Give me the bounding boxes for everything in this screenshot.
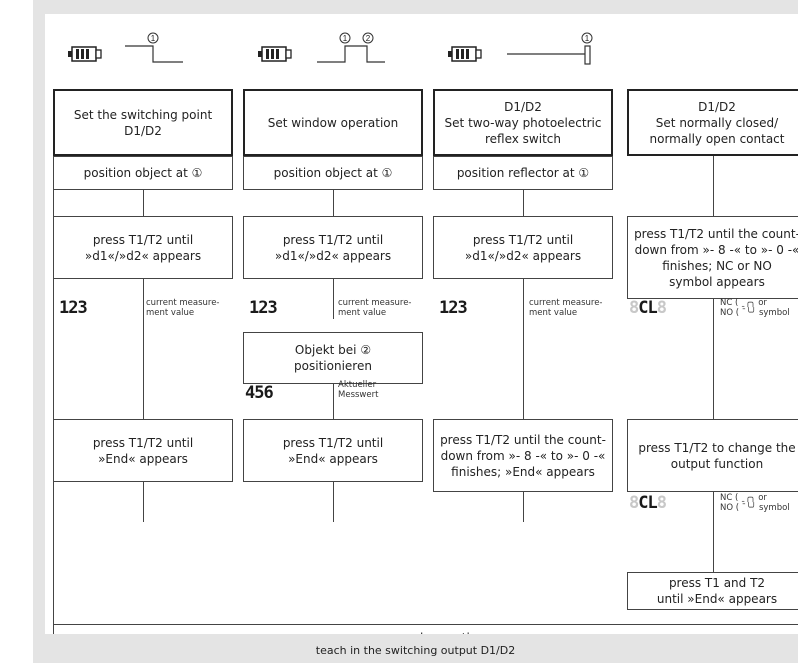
current-value-note: current measure- ment value	[529, 298, 603, 318]
position-object-box: position object at ①	[243, 156, 423, 190]
display-current-value: 123	[439, 298, 468, 318]
press-end-box: press T1/T2 until »End« appears	[243, 419, 423, 482]
normal-operation-box: normal operation	[53, 624, 798, 634]
position-object-box: position object at ①	[53, 156, 233, 190]
display-current-value: 123	[59, 298, 88, 318]
current-value-note: current measure- ment value	[338, 298, 412, 318]
connector-line	[713, 156, 715, 216]
connector-line	[143, 190, 145, 216]
press-t1-t2-end-box: press T1 and T2 until »End« appears	[627, 572, 798, 610]
connector-line	[713, 299, 715, 419]
connector-line	[523, 279, 525, 419]
title-box-nc-no-contact: D1/D2 Set normally closed/ normally open…	[627, 89, 798, 156]
circle-label: 1	[343, 34, 348, 43]
circle-label: 1	[585, 34, 590, 43]
diagram-panel: 1 1 2 1 Set the switching point D1/D2 po…	[45, 14, 798, 634]
connector-line	[333, 482, 335, 522]
display-current-value: 123	[249, 298, 278, 318]
connector-line	[523, 492, 525, 522]
connector-line	[333, 279, 335, 319]
sensor-window-icon: 1 2	[258, 32, 385, 63]
connector-line	[333, 384, 335, 419]
display-nc-no-symbol: 8CL8	[629, 493, 667, 513]
press-end-box: press T1/T2 until »End« appears	[53, 419, 233, 482]
nc-no-symbol-note: NC ( ˍ╭╮ or NO ( ˉ╰╯ symbol	[720, 298, 790, 318]
nc-no-symbol-note: NC ( ˍ╭╮ or NO ( ˉ╰╯ symbol	[720, 493, 790, 513]
figure-caption: teach in the switching output D1/D2	[315, 644, 516, 657]
display-second-value: 456	[245, 383, 274, 403]
sensor-reflector-icon: 1	[448, 32, 593, 65]
circle-label: 2	[366, 34, 371, 43]
title-box-photoelectric: D1/D2 Set two-way photoelectric reflex s…	[433, 89, 613, 156]
press-countdown-symbol-box: press T1/T2 until the count- down from »…	[627, 216, 798, 299]
position-reflector-box: position reflector at ①	[433, 156, 613, 190]
connector-line	[333, 190, 335, 216]
press-d1-d2-box: press T1/T2 until »d1«/»d2« appears	[243, 216, 423, 279]
change-output-function-box: press T1/T2 to change the output functio…	[627, 419, 798, 492]
title-box-switching-point: Set the switching point D1/D2	[53, 89, 233, 156]
second-value-note: Aktueller Messwert	[338, 380, 379, 400]
connector-line	[143, 482, 145, 522]
press-d1-d2-box: press T1/T2 until »d1«/»d2« appears	[433, 216, 613, 279]
connector-line	[143, 279, 145, 419]
connector-line	[713, 482, 715, 572]
press-countdown-end-box: press T1/T2 until the count- down from »…	[433, 419, 613, 492]
sensor-switching-point-icon: 1	[68, 32, 183, 63]
press-d1-d2-box: press T1/T2 until »d1«/»d2« appears	[53, 216, 233, 279]
circle-label: 1	[151, 34, 156, 43]
title-box-window-operation: Set window operation	[243, 89, 423, 156]
display-nc-no-symbol: 8CL8	[629, 298, 667, 318]
current-value-note: current measure- ment value	[146, 298, 220, 318]
object-position-2-box: Objekt bei ② positionieren	[243, 332, 423, 384]
connector-line	[523, 190, 525, 216]
connector-line	[53, 156, 55, 624]
